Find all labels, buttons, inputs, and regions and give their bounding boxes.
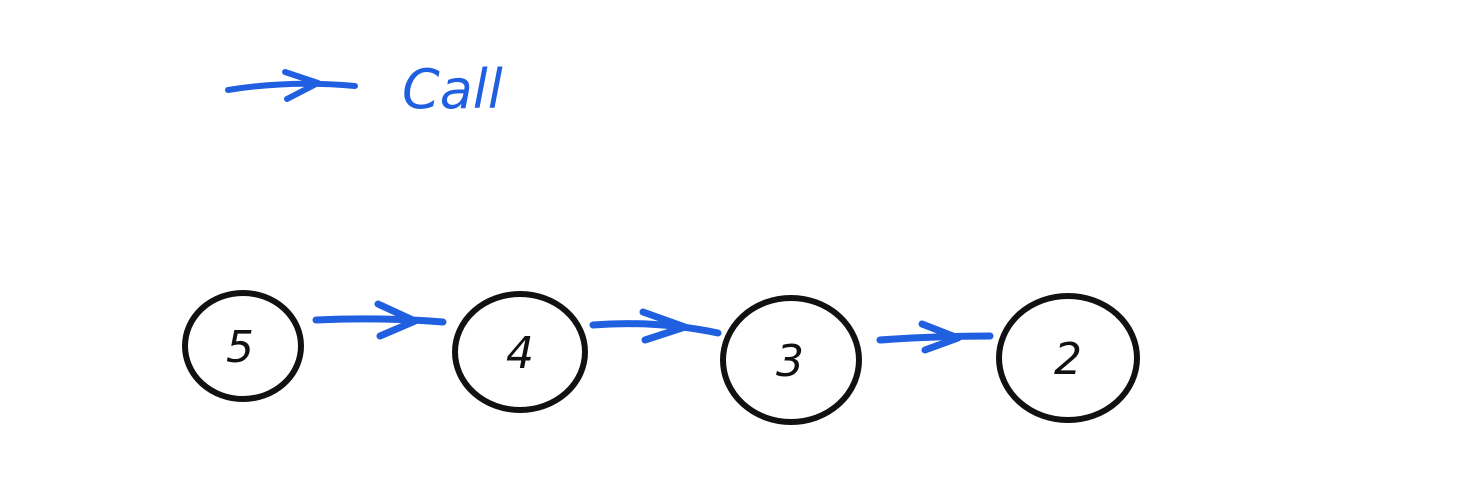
legend: Call xyxy=(225,58,503,121)
node-5: 5 xyxy=(182,290,304,402)
legend-arrow-icon xyxy=(225,69,358,102)
node-3-label: 3 xyxy=(776,336,804,387)
node-5-label: 5 xyxy=(226,322,254,373)
edge-3-2 xyxy=(876,320,994,354)
node-2-label: 2 xyxy=(1054,334,1082,385)
legend-label: Call xyxy=(402,58,503,121)
edge-5-4 xyxy=(312,300,447,340)
edge-4-3 xyxy=(589,308,722,344)
node-4-label: 4 xyxy=(506,328,534,379)
node-3: 3 xyxy=(720,295,862,425)
node-2: 2 xyxy=(996,293,1140,423)
node-4: 4 xyxy=(452,291,588,413)
